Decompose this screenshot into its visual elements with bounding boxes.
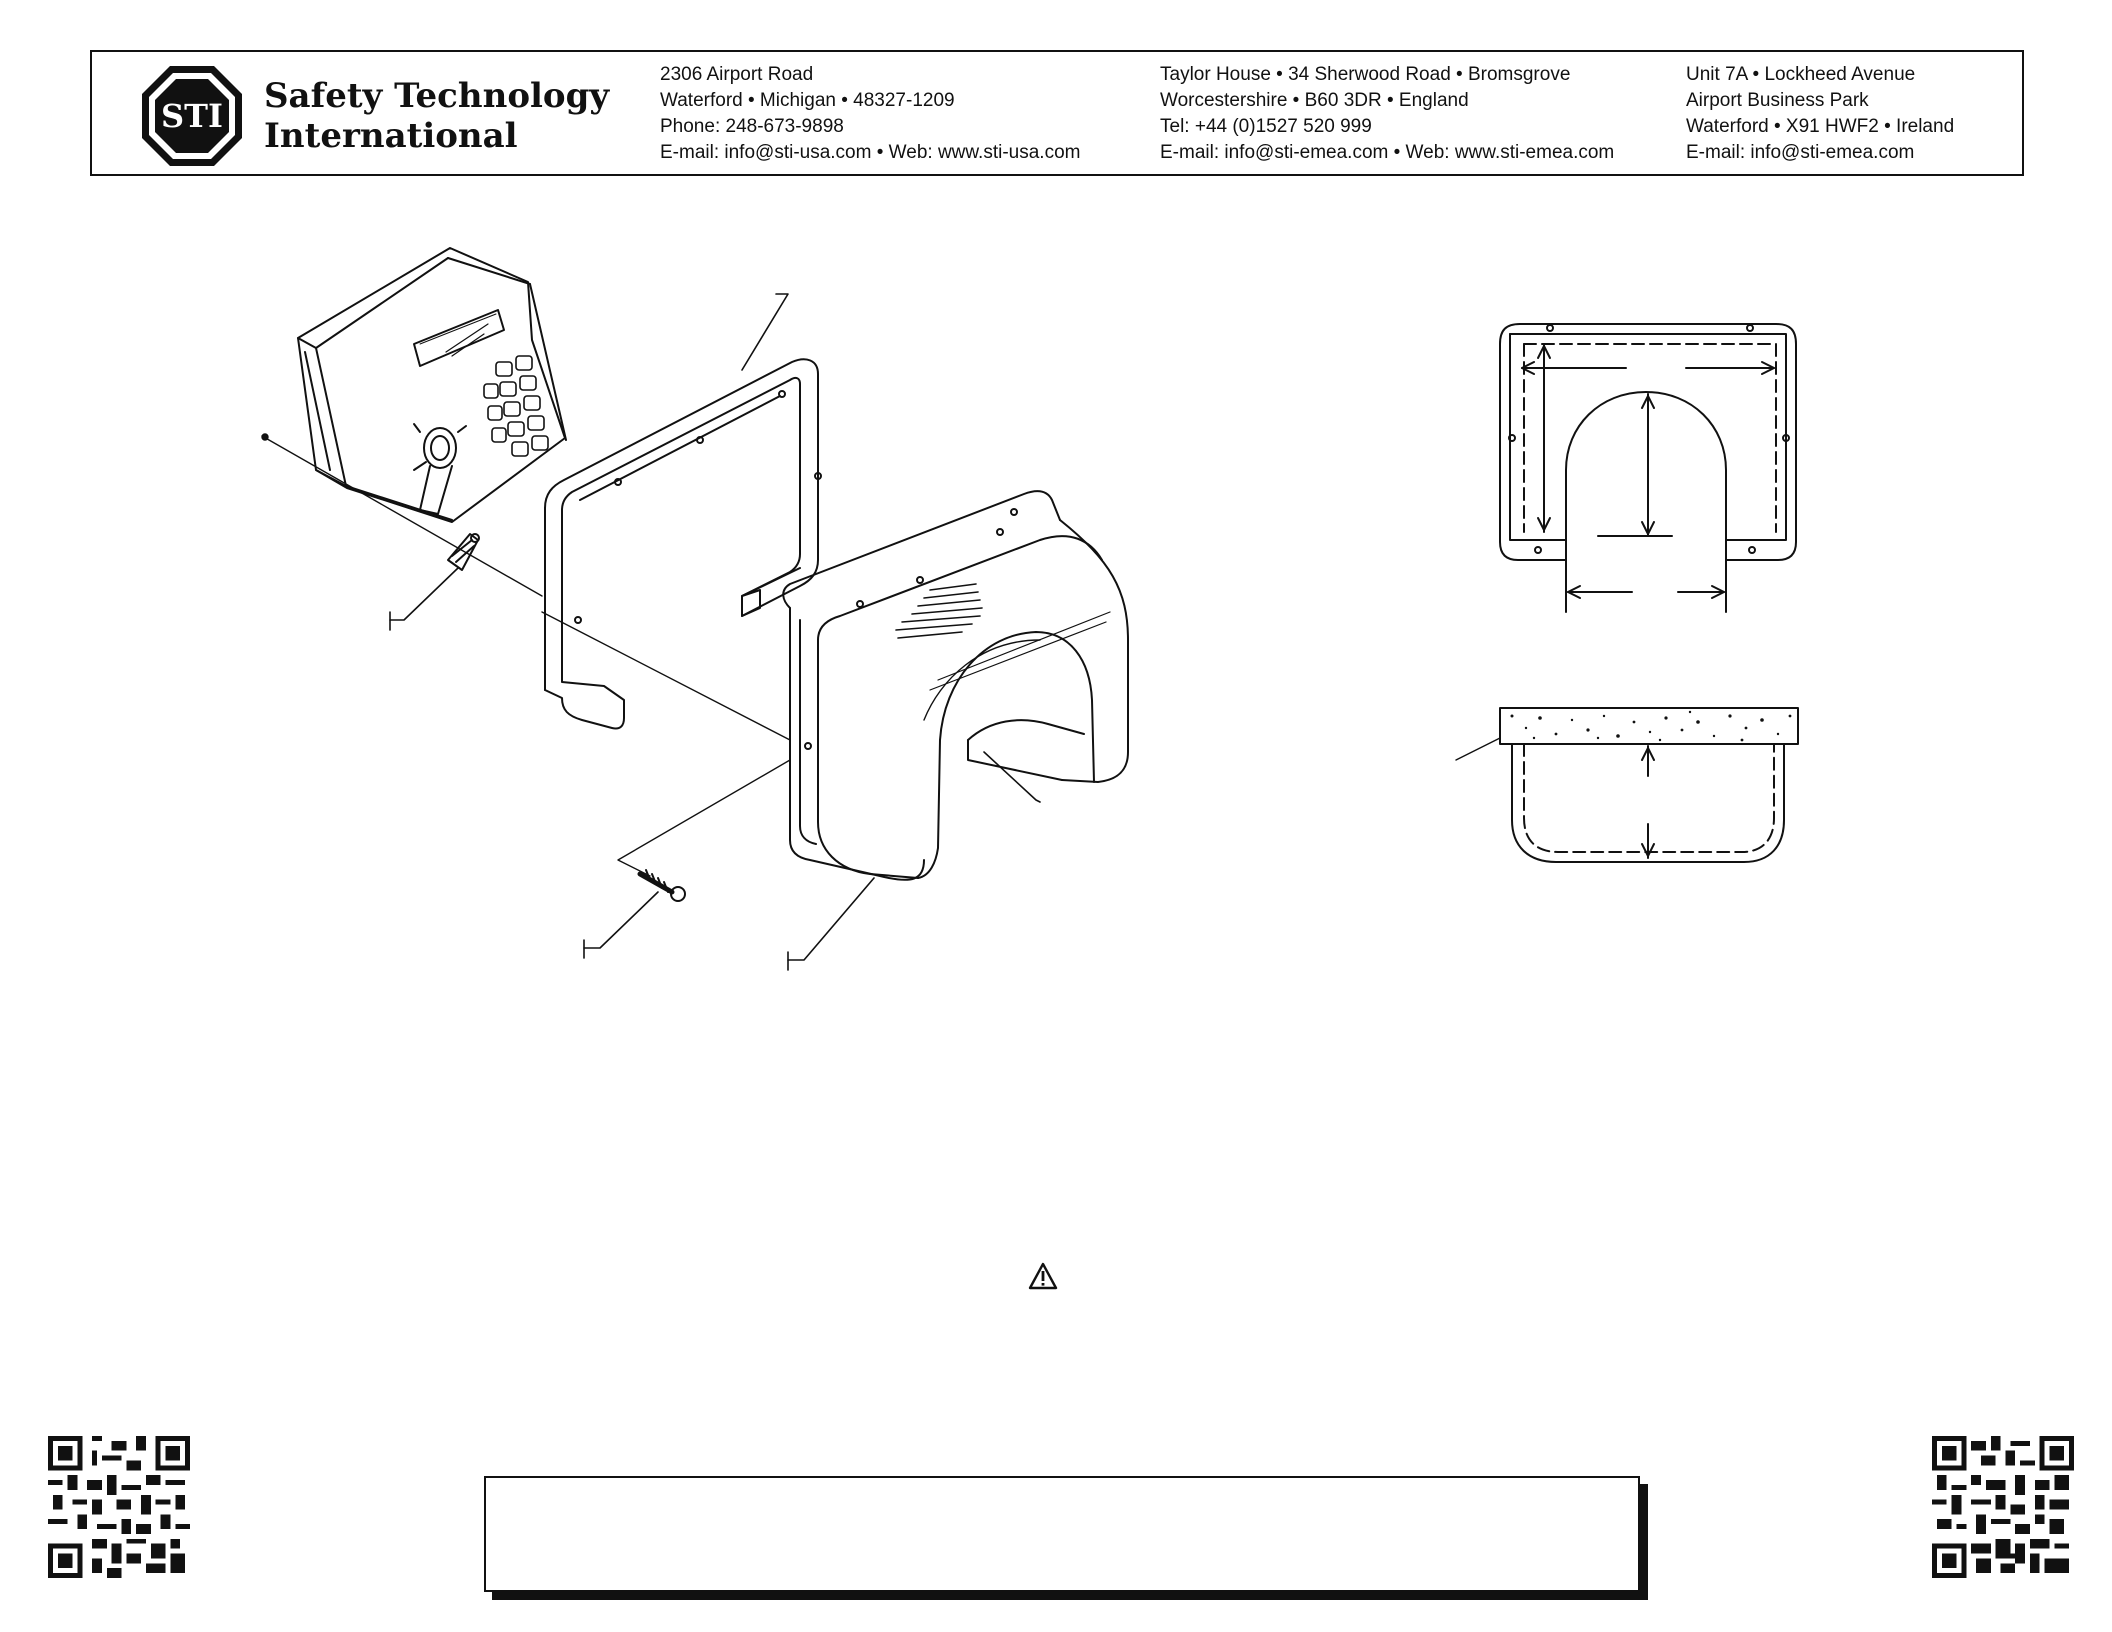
letterhead: STI Safety Technology International 2306… (90, 50, 2024, 176)
address-line: Waterford • X91 HWF2 • Ireland (1686, 116, 1955, 137)
mounting-frame-illustration (544, 358, 822, 730)
address-line: Worcestershire • B60 3DR • England (1160, 90, 1469, 111)
address-line: Airport Business Park (1686, 90, 1869, 111)
brand-line-2: International (264, 116, 518, 156)
brand-line-1: Safety Technology (264, 76, 610, 116)
address-line: Taylor House • 34 Sherwood Road • Bromsg… (1160, 64, 1571, 85)
wall-anchor-illustration (447, 533, 480, 571)
brand-name: Safety Technology International (264, 76, 609, 156)
side-view-drawing (1455, 707, 1799, 863)
phone-line: Tel: +44 (0)1527 520 999 (1160, 116, 1372, 137)
office-uk-address: Taylor House • 34 Sherwood Road • Bromsg… (1160, 62, 1614, 166)
contact-line: E-mail: info@sti-emea.com • Web: www.sti… (1160, 142, 1615, 163)
qr-code-icon (1932, 1436, 2074, 1578)
sti-logo-icon: STI (142, 66, 242, 166)
callout-leaders (389, 293, 1041, 971)
warning-triangle-icon (1028, 1262, 1058, 1290)
contact-line: E-mail: info@sti-emea.com (1686, 142, 1915, 163)
notice-box (484, 1476, 1640, 1592)
top-view-drawing (1499, 323, 1797, 613)
hood-illustration (782, 490, 1129, 881)
countertop-texture (1510, 710, 1792, 742)
logo-text: STI (161, 97, 223, 135)
phone-line: Phone: 248-673-9898 (660, 116, 844, 137)
keypad-unit-illustration (297, 247, 567, 523)
qr-code-icon (48, 1436, 190, 1578)
address-line: Waterford • Michigan • 48327-1209 (660, 90, 955, 111)
office-ie-address: Unit 7A • Lockheed Avenue Airport Busine… (1686, 62, 1954, 166)
office-us-address: 2306 Airport Road Waterford • Michigan •… (660, 62, 1080, 166)
assembly-guide-lines (261, 433, 791, 877)
address-line: 2306 Airport Road (660, 64, 814, 85)
contact-line: E-mail: info@sti-usa.com • Web: www.sti-… (660, 142, 1081, 163)
address-line: Unit 7A • Lockheed Avenue (1686, 64, 1916, 85)
